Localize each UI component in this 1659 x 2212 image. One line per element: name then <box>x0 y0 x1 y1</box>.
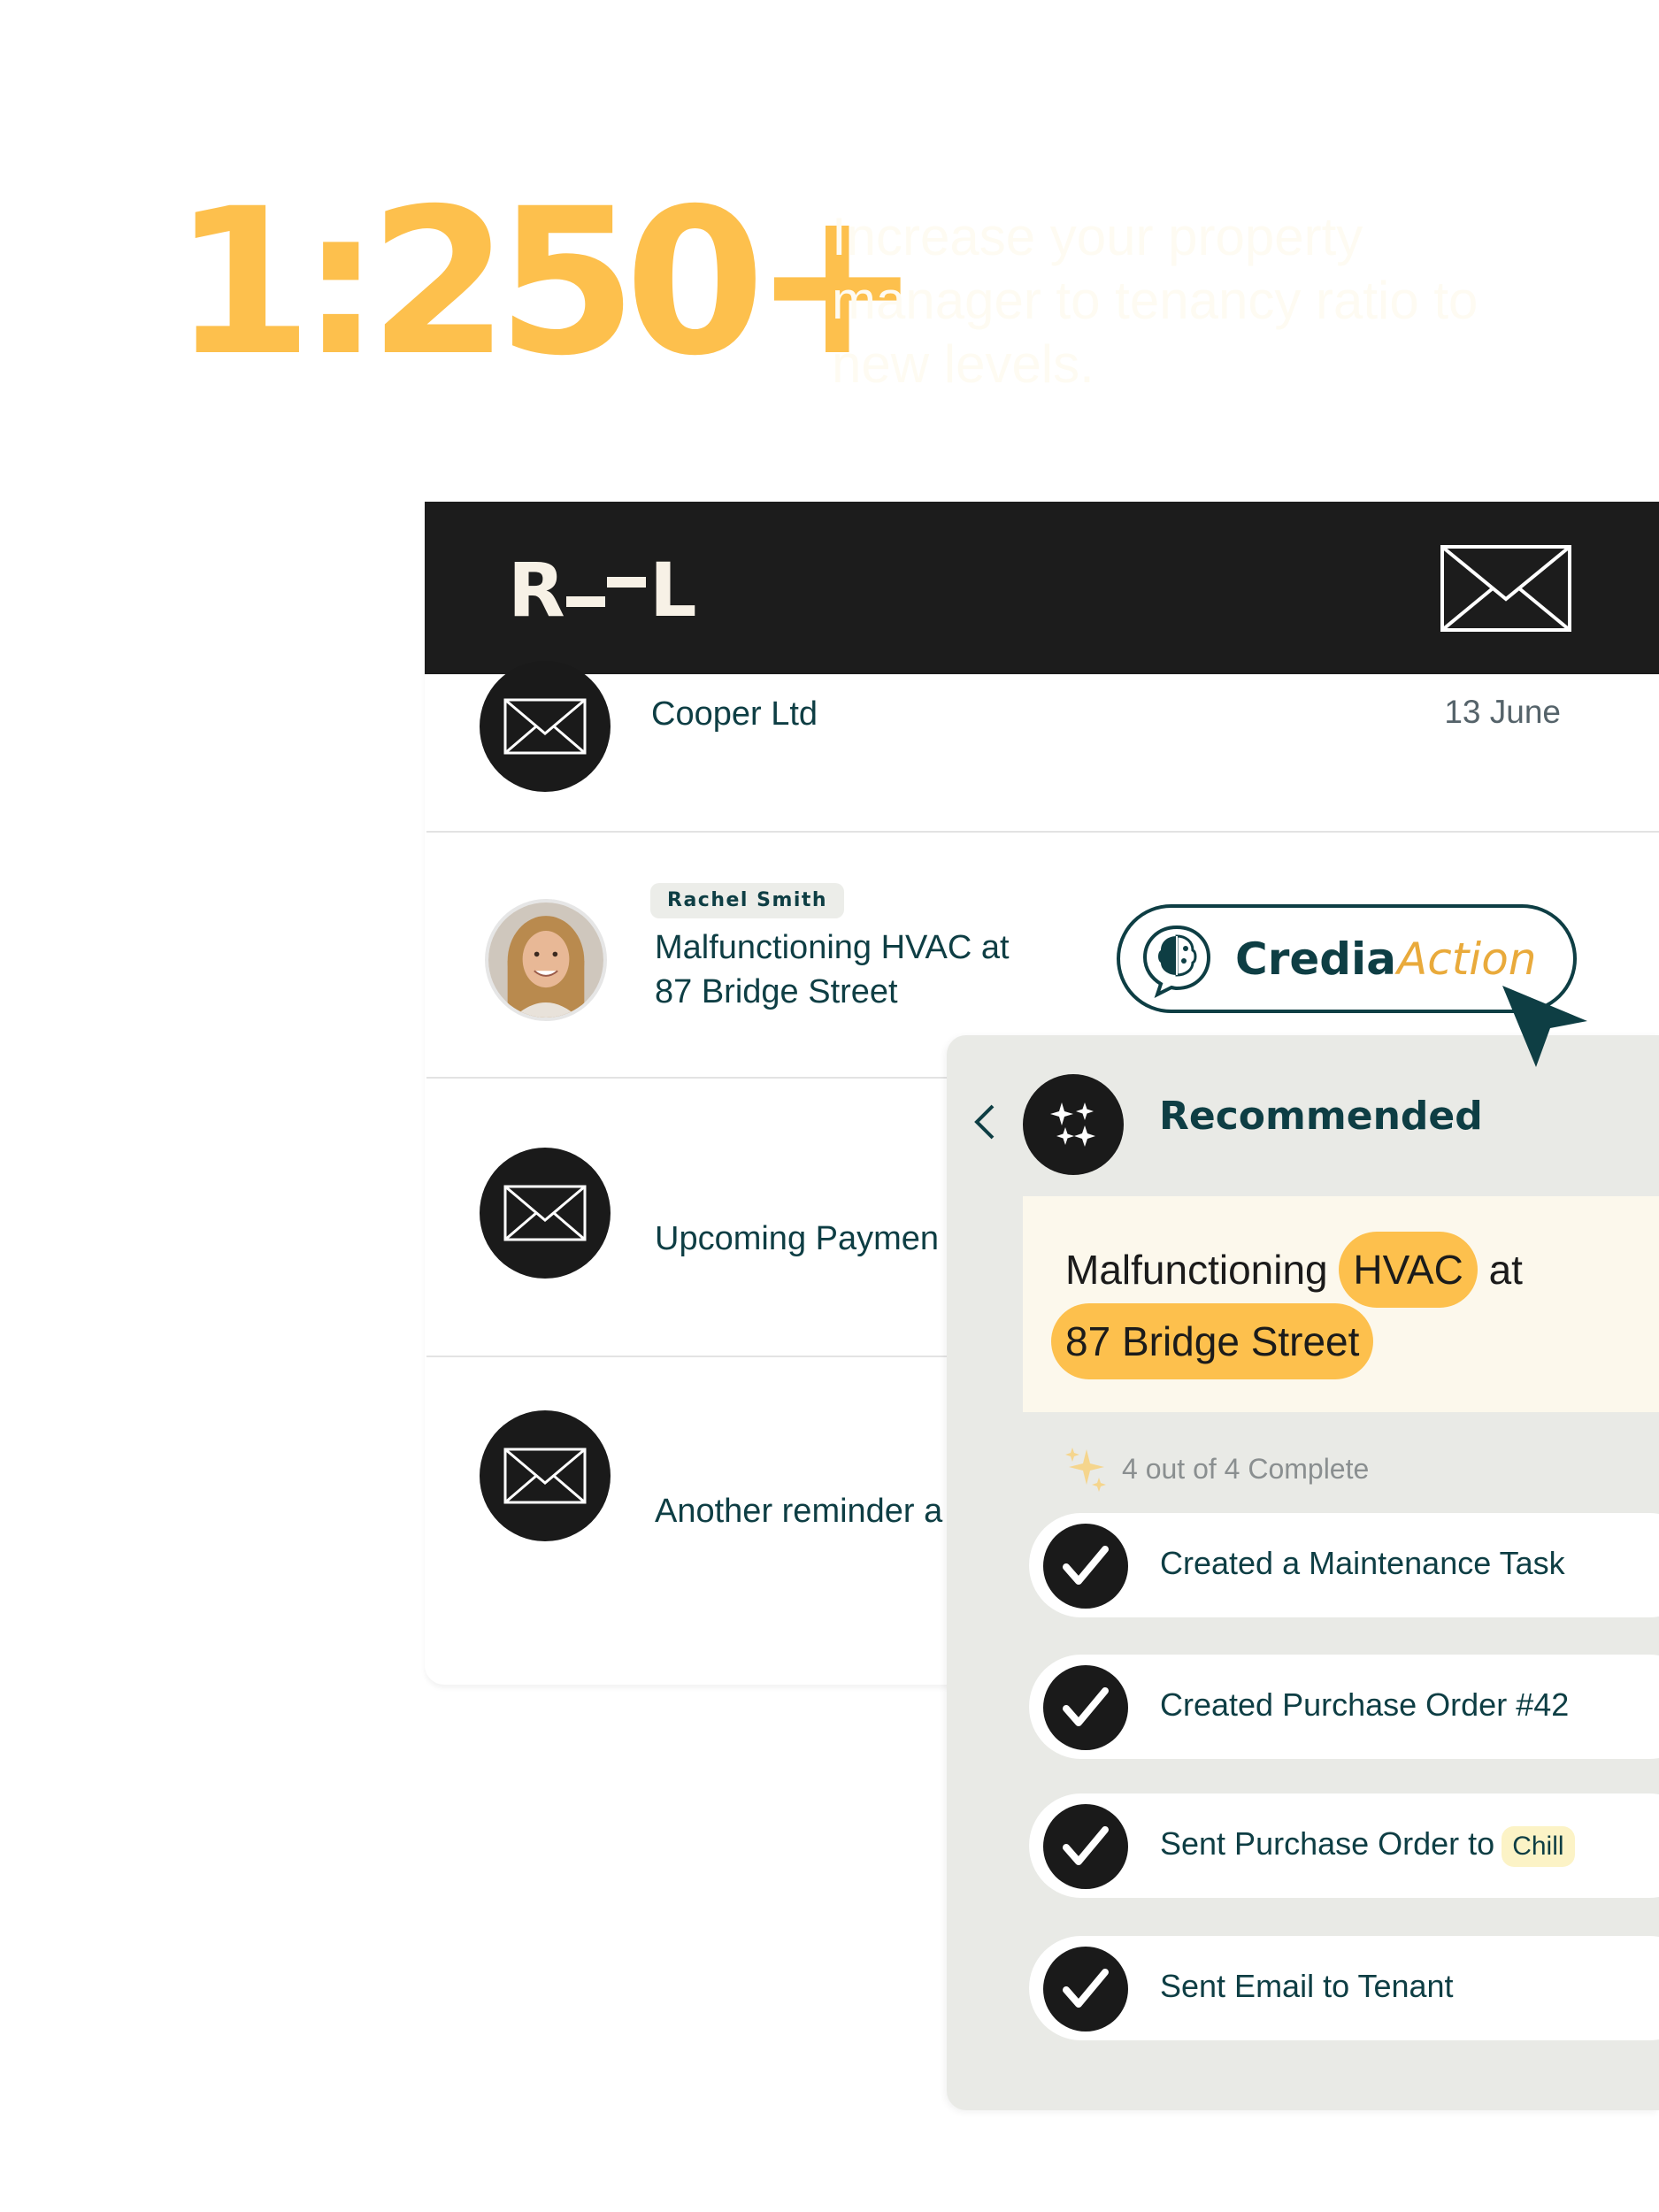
row-subject: Cooper Ltd <box>651 695 818 733</box>
hero-stat: 1:250+ <box>173 165 922 400</box>
cursor-icon <box>1502 986 1587 1067</box>
issue-highlight: HVAC <box>1339 1232 1478 1308</box>
app-topbar: R L <box>425 502 1659 674</box>
envelope-icon <box>480 1410 611 1541</box>
task-item[interactable]: Created a Maintenance Task <box>1029 1513 1659 1617</box>
sparkles-icon <box>1023 1074 1124 1175</box>
envelope-icon <box>480 661 611 792</box>
issue-line: Malfunctioning HVAC at <box>1065 1232 1523 1308</box>
credia-label: Credia <box>1235 933 1396 985</box>
issue-line: 87 Bridge Street <box>1051 1303 1374 1379</box>
row-date: 13 June <box>1444 694 1561 730</box>
brain-chat-icon <box>1142 925 1211 998</box>
row-subject: Malfunctioning HVAC at 87 Bridge Street <box>655 929 1010 1010</box>
action-label: Action <box>1397 933 1537 985</box>
logo-letter-l: L <box>649 547 697 634</box>
issue-card: Malfunctioning HVAC at 87 Bridge Street <box>1023 1196 1659 1412</box>
app-logo[interactable]: R L <box>508 547 697 634</box>
task-label: Created Purchase Order #42 <box>1160 1686 1570 1723</box>
avatar <box>485 899 607 1021</box>
checkmark-icon <box>1043 1524 1128 1609</box>
task-item[interactable]: Sent Email to Tenant <box>1029 1936 1659 2040</box>
row-subject: Upcoming Paymen <box>655 1220 940 1257</box>
recommended-panel: Recommended Malfunctioning HVAC at 87 Br… <box>947 1035 1659 2110</box>
logo-letter-r: R <box>508 547 565 634</box>
envelope-icon <box>480 1148 611 1279</box>
task-label: Created a Maintenance Task <box>1160 1545 1565 1581</box>
progress-text: 4 out of 4 Complete <box>1122 1453 1370 1485</box>
task-label: Sent Email to Tenant <box>1160 1968 1454 2004</box>
checkmark-icon <box>1043 1804 1128 1889</box>
panel-title: Recommended <box>1159 1094 1483 1139</box>
chevron-left-icon[interactable] <box>972 1102 998 1141</box>
envelope-icon[interactable] <box>1440 544 1572 633</box>
credia-action-button[interactable]: Credia Action <box>1117 904 1577 1013</box>
issue-text: Malfunctioning <box>1065 1247 1328 1293</box>
task-text: Sent Purchase Order to <box>1160 1825 1495 1862</box>
checkmark-icon <box>1043 1947 1128 2032</box>
logo-dash <box>607 577 646 588</box>
hero-tagline: Increase your property manager to tenanc… <box>832 207 1479 394</box>
checkmark-icon <box>1043 1665 1128 1750</box>
sender-tag: Rachel Smith <box>650 883 845 918</box>
task-item[interactable]: Created Purchase Order #42 <box>1029 1655 1659 1759</box>
issue-highlight: 87 Bridge Street <box>1051 1303 1374 1379</box>
issue-text: at <box>1488 1247 1523 1293</box>
sparkle-icon <box>1065 1448 1106 1492</box>
row-subject: Another reminder a <box>655 1493 943 1530</box>
vendor-tag: Chill <box>1502 1826 1575 1867</box>
inbox-row[interactable]: Another reminder a <box>426 1357 1659 1623</box>
inbox-row[interactable]: Cooper Ltd 13 June <box>426 661 1659 833</box>
logo-dash <box>566 596 605 607</box>
